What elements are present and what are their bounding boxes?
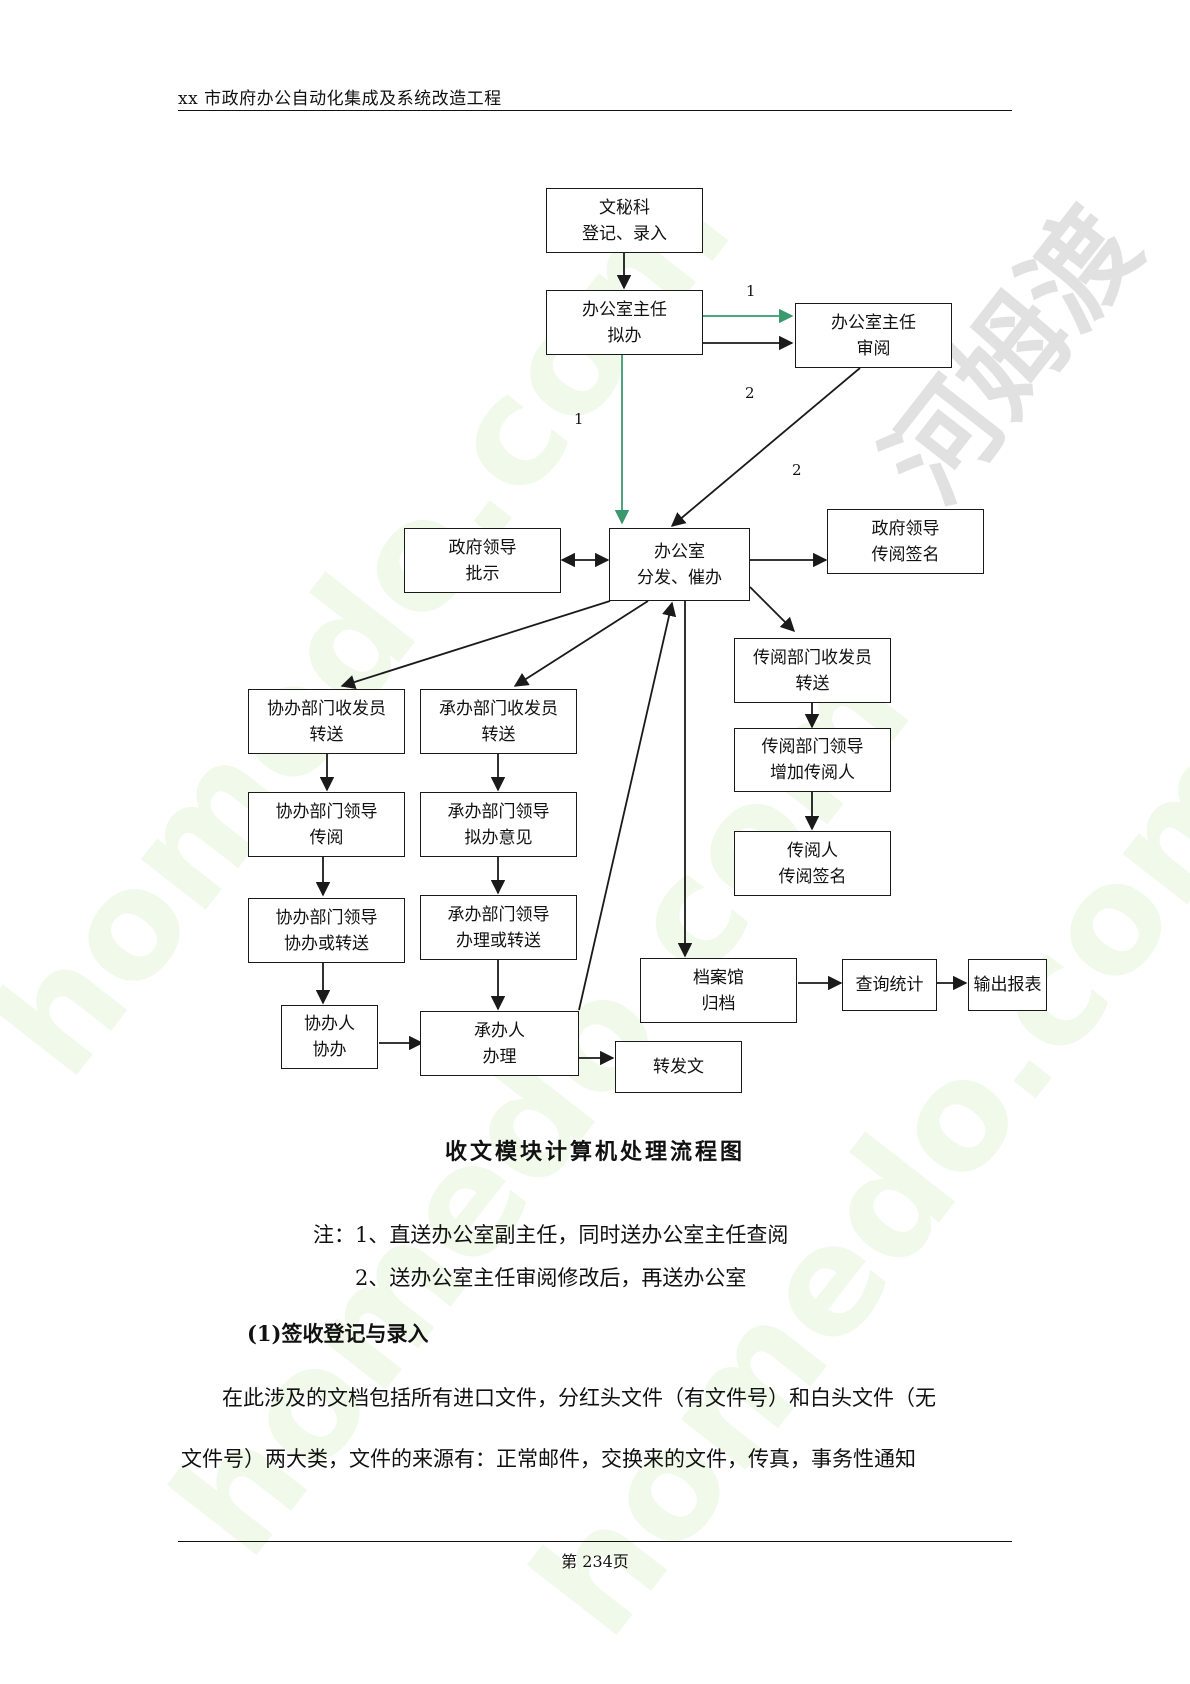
node-xiebanren: 协办人 协办: [281, 1005, 378, 1069]
node-xieban-shoufa: 协办部门收发员 转送: [248, 689, 405, 754]
node-zhengfu-chuanyue: 政府领导 传阅签名: [827, 509, 984, 574]
node-chengban-shoufa: 承办部门收发员 转送: [420, 689, 577, 754]
flowchart-connectors: [315, 252, 968, 1066]
edge-label: 1: [574, 410, 584, 428]
node-zhuren-shenyue: 办公室主任 审阅: [795, 303, 952, 368]
page-number: 第 234页: [561, 1552, 629, 1571]
node-chengbanren: 承办人 办理: [420, 1011, 579, 1076]
document-header-title: xx 市政府办公自动化集成及系统改造工程: [178, 89, 502, 109]
node-chengban-lingdao-niban: 承办部门领导 拟办意见: [420, 792, 577, 857]
flowchart: 1 1 2 2 文秘科 登记、录入 办公室主任 拟办 办公室主任 审阅 政府领导…: [248, 188, 1047, 1093]
edge-bangongshi-to-xieban-shoufa: [340, 600, 611, 689]
header-divider: [178, 110, 1012, 111]
edge-chengbanren-to-bangongshi: [578, 601, 677, 1011]
edge-label: 2: [792, 461, 802, 479]
node-zhuren-niban: 办公室主任 拟办: [546, 290, 703, 355]
node-xieban-lingdao-chuanyue: 协办部门领导 传阅: [248, 792, 405, 857]
node-zhengfu-pishi: 政府领导 批示: [404, 528, 561, 593]
figure-caption: 收文模块计算机处理流程图: [444, 1139, 745, 1165]
node-zhuanfawen: 转发文: [615, 1041, 742, 1093]
edge-label: 2: [745, 384, 755, 402]
node-chaxun: 查询统计: [842, 959, 937, 1011]
node-xieban-lingdao-zhuansong: 协办部门领导 协办或转送: [248, 898, 405, 963]
node-wenmike: 文秘科 登记、录入: [546, 188, 703, 253]
body-line-2: 文件号）两大类，文件的来源有：正常邮件，交换来的文件，传真，事务性通知: [181, 1447, 916, 1471]
note-line-1: 注：1、直送办公室副主任，同时送办公室主任查阅: [313, 1223, 789, 1247]
node-chuanyue-lingdao: 传阅部门领导 增加传阅人: [734, 728, 891, 792]
node-chuanyueren: 传阅人 传阅签名: [734, 831, 891, 896]
edge-label: 1: [746, 282, 756, 300]
node-danganguan: 档案馆 归档: [640, 958, 797, 1023]
node-shuchu: 输出报表: [968, 959, 1047, 1011]
note-line-2: 2、送办公室主任审阅修改后，再送办公室: [355, 1266, 747, 1290]
body-line-1: 在此涉及的文档包括所有进口文件，分红头文件（有文件号）和白头文件（无: [222, 1386, 936, 1410]
edge-bangongshi-to-chengban-shoufa: [513, 600, 649, 687]
node-chuanyue-shoufa: 传阅部门收发员 转送: [734, 638, 891, 703]
section-heading: (1)签收登记与录入: [247, 1321, 429, 1346]
edge-shenyue-to-bangongshi: [670, 367, 861, 527]
edge-bangongshi-to-chuanyue-shoufa: [749, 586, 796, 633]
node-chengban-lingdao-banli: 承办部门领导 办理或转送: [420, 895, 577, 960]
footer-divider: [178, 1541, 1012, 1542]
node-bangongshi: 办公室 分发、催办: [609, 528, 750, 601]
